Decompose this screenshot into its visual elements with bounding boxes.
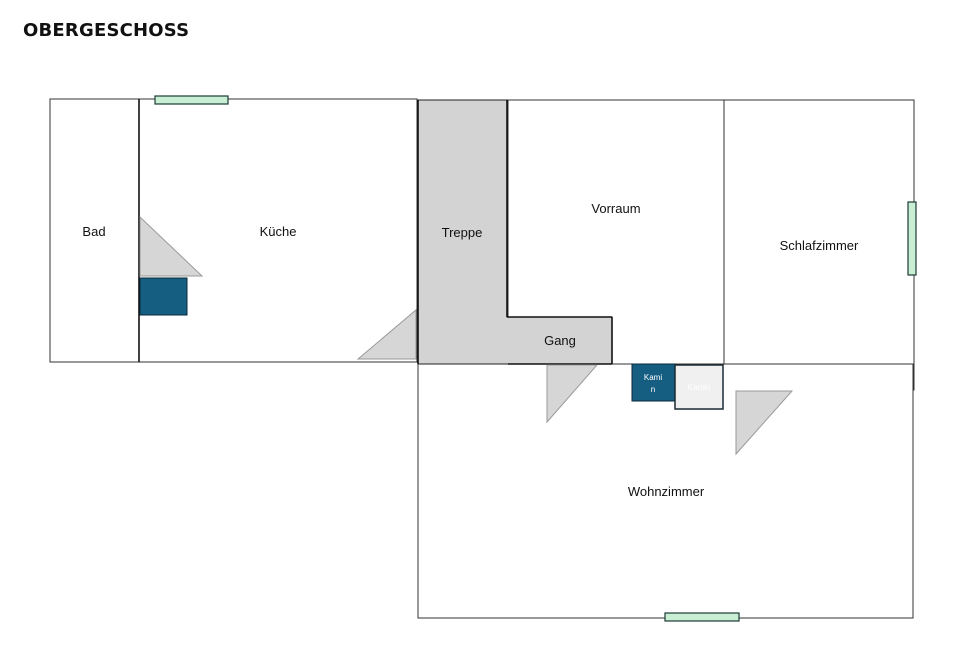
label-gang: Gang <box>544 333 576 348</box>
label-kamin-line2: n <box>651 385 655 394</box>
window-kueche <box>154 95 229 105</box>
door-hall-wohnzimmer <box>546 364 599 424</box>
room-kueche <box>138 98 418 363</box>
label-treppe: Treppe <box>442 225 483 240</box>
label-bad: Bad <box>82 224 105 239</box>
label-schlafzimmer: Schlafzimmer <box>780 238 859 253</box>
kamin-wohnzimmer <box>631 363 676 402</box>
label-wohnzimmer: Wohnzimmer <box>628 484 705 499</box>
window-schlafzimmer <box>907 201 917 276</box>
label-kamin-faded: Kamin <box>688 383 711 392</box>
door-bad-kueche <box>139 215 204 277</box>
kamin-kueche <box>139 277 188 316</box>
page-title: OBERGESCHOSS <box>23 20 190 41</box>
label-kueche: Küche <box>260 224 297 239</box>
room-schlafzimmer <box>723 99 915 391</box>
door-kueche-stair <box>356 308 417 360</box>
window-wohnzimmer <box>664 612 740 622</box>
label-vorraum: Vorraum <box>591 201 640 216</box>
kamin-faded <box>674 364 724 410</box>
door-schlafzimmer-wohnzimmer <box>735 390 794 456</box>
label-kamin-line1: Kami <box>644 373 662 382</box>
room-wohnzimmer <box>417 363 914 619</box>
